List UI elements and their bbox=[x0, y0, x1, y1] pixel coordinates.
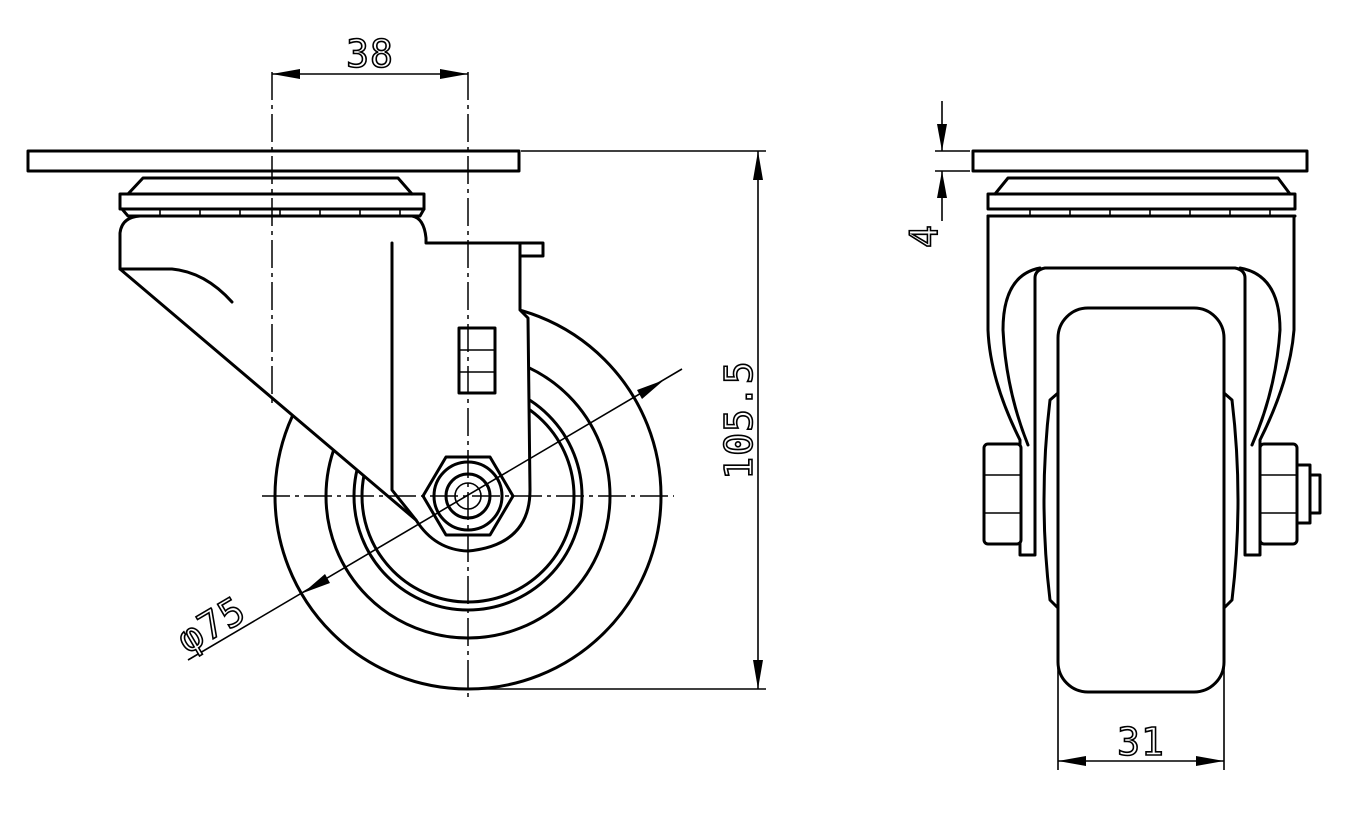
dim-width-label: 31 bbox=[1117, 720, 1165, 764]
front-swivel-lower-race bbox=[986, 192, 1297, 211]
swivel-upper-race bbox=[126, 176, 414, 196]
top-plate bbox=[26, 149, 521, 173]
fork-body bbox=[118, 214, 532, 553]
front-swivel-upper-race bbox=[993, 176, 1292, 196]
front-top-plate bbox=[971, 149, 1309, 173]
front-hub-left bbox=[1042, 391, 1060, 610]
front-fork-outer bbox=[986, 214, 1296, 557]
fork-bend bbox=[118, 267, 234, 304]
dim-height-label: 105.5 bbox=[717, 360, 761, 479]
fork-slot bbox=[457, 326, 497, 395]
front-nut-right bbox=[1258, 442, 1322, 546]
dim-offset-label: 38 bbox=[346, 32, 394, 76]
front-hub-right bbox=[1222, 391, 1240, 610]
dimension-total-height: 105.5 bbox=[476, 150, 766, 690]
fork-top-lip bbox=[518, 241, 545, 258]
front-ball-ticks bbox=[1029, 209, 1271, 216]
dimension-wheel-width: 31 bbox=[1057, 668, 1225, 770]
dimension-offset: 38 bbox=[272, 31, 468, 79]
front-nut-left bbox=[982, 442, 1023, 546]
front-wheel-tread bbox=[1056, 306, 1226, 694]
front-view: 4 31 bbox=[901, 101, 1322, 770]
dim-thickness-label: 4 bbox=[902, 224, 946, 248]
fork-leg-edge bbox=[390, 241, 418, 522]
dimension-plate-thickness: 4 bbox=[901, 101, 970, 249]
dim-diameter-label: φ75 bbox=[169, 588, 253, 662]
front-fork-inner bbox=[1001, 266, 1282, 447]
side-view: 38 105.5 φ75 bbox=[26, 31, 766, 700]
